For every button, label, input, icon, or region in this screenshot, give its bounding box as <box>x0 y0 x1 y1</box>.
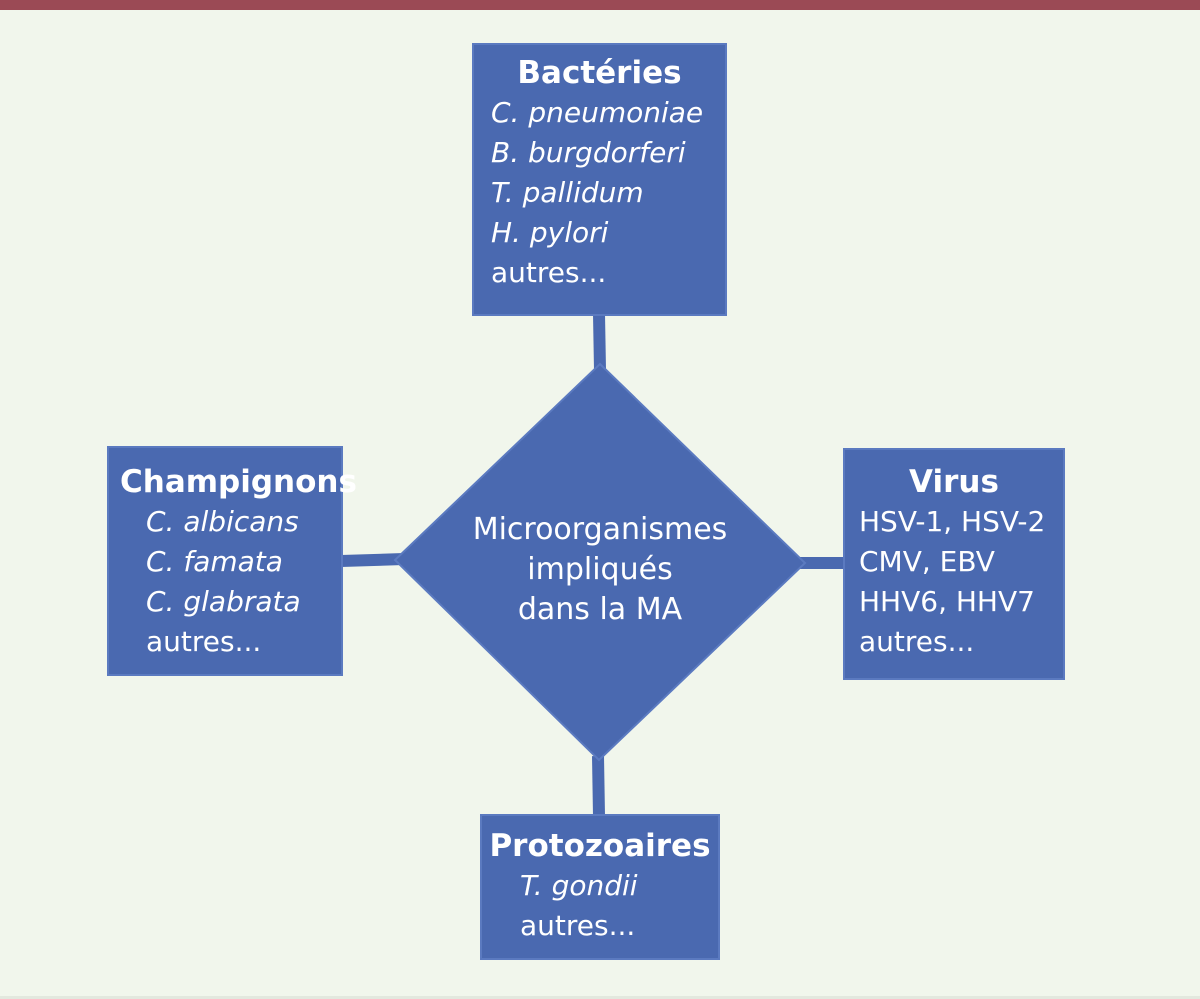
connector-left <box>340 553 405 567</box>
protozoa-item-others: autres... <box>520 909 636 942</box>
center-diamond <box>393 362 807 762</box>
bacteria-title: Bactéries <box>517 55 682 91</box>
fungi-item: C. famata <box>146 545 283 578</box>
virus-item-others: autres... <box>859 625 975 658</box>
center-label-line-2: impliqués <box>527 552 673 587</box>
virus-box: Virus HSV-1, HSV-2 CMV, EBV HHV6, HHV7 a… <box>843 448 1065 680</box>
center-label: Microorganismes impliqués dans la MA <box>440 510 760 630</box>
bacteria-item-others: autres... <box>491 256 607 289</box>
bacteria-item: C. pneumoniae <box>491 96 704 129</box>
virus-item: HHV6, HHV7 <box>859 585 1035 618</box>
bacteria-item: T. pallidum <box>491 176 644 209</box>
bacteria-item: B. burgdorferi <box>491 136 686 169</box>
protozoa-item: T. gondii <box>520 869 638 902</box>
protozoa-box: Protozoaires T. gondii autres... <box>480 814 720 960</box>
connector-bottom <box>592 755 605 817</box>
virus-title: Virus <box>909 464 999 500</box>
center-label-line-1: Microorganismes <box>472 512 728 547</box>
fungi-item-others: autres... <box>146 625 262 658</box>
virus-item: HSV-1, HSV-2 <box>859 505 1046 538</box>
bacteria-item: H. pylori <box>491 216 609 249</box>
fungi-item: C. glabrata <box>146 585 301 618</box>
protozoa-title: Protozoaires <box>489 828 711 864</box>
center-label-line-3: dans la MA <box>517 592 683 627</box>
fungi-box: Champignons C. albicans C. famata C. gla… <box>107 446 357 676</box>
fungi-item: C. albicans <box>146 505 299 538</box>
bottom-border-line <box>0 996 1200 999</box>
connector-top <box>593 313 606 371</box>
virus-item: CMV, EBV <box>859 545 995 578</box>
top-accent-bar <box>0 0 1200 10</box>
bacteria-box: Bactéries C. pneumoniae B. burgdorferi T… <box>472 43 727 316</box>
fungi-title: Champignons <box>120 464 357 500</box>
